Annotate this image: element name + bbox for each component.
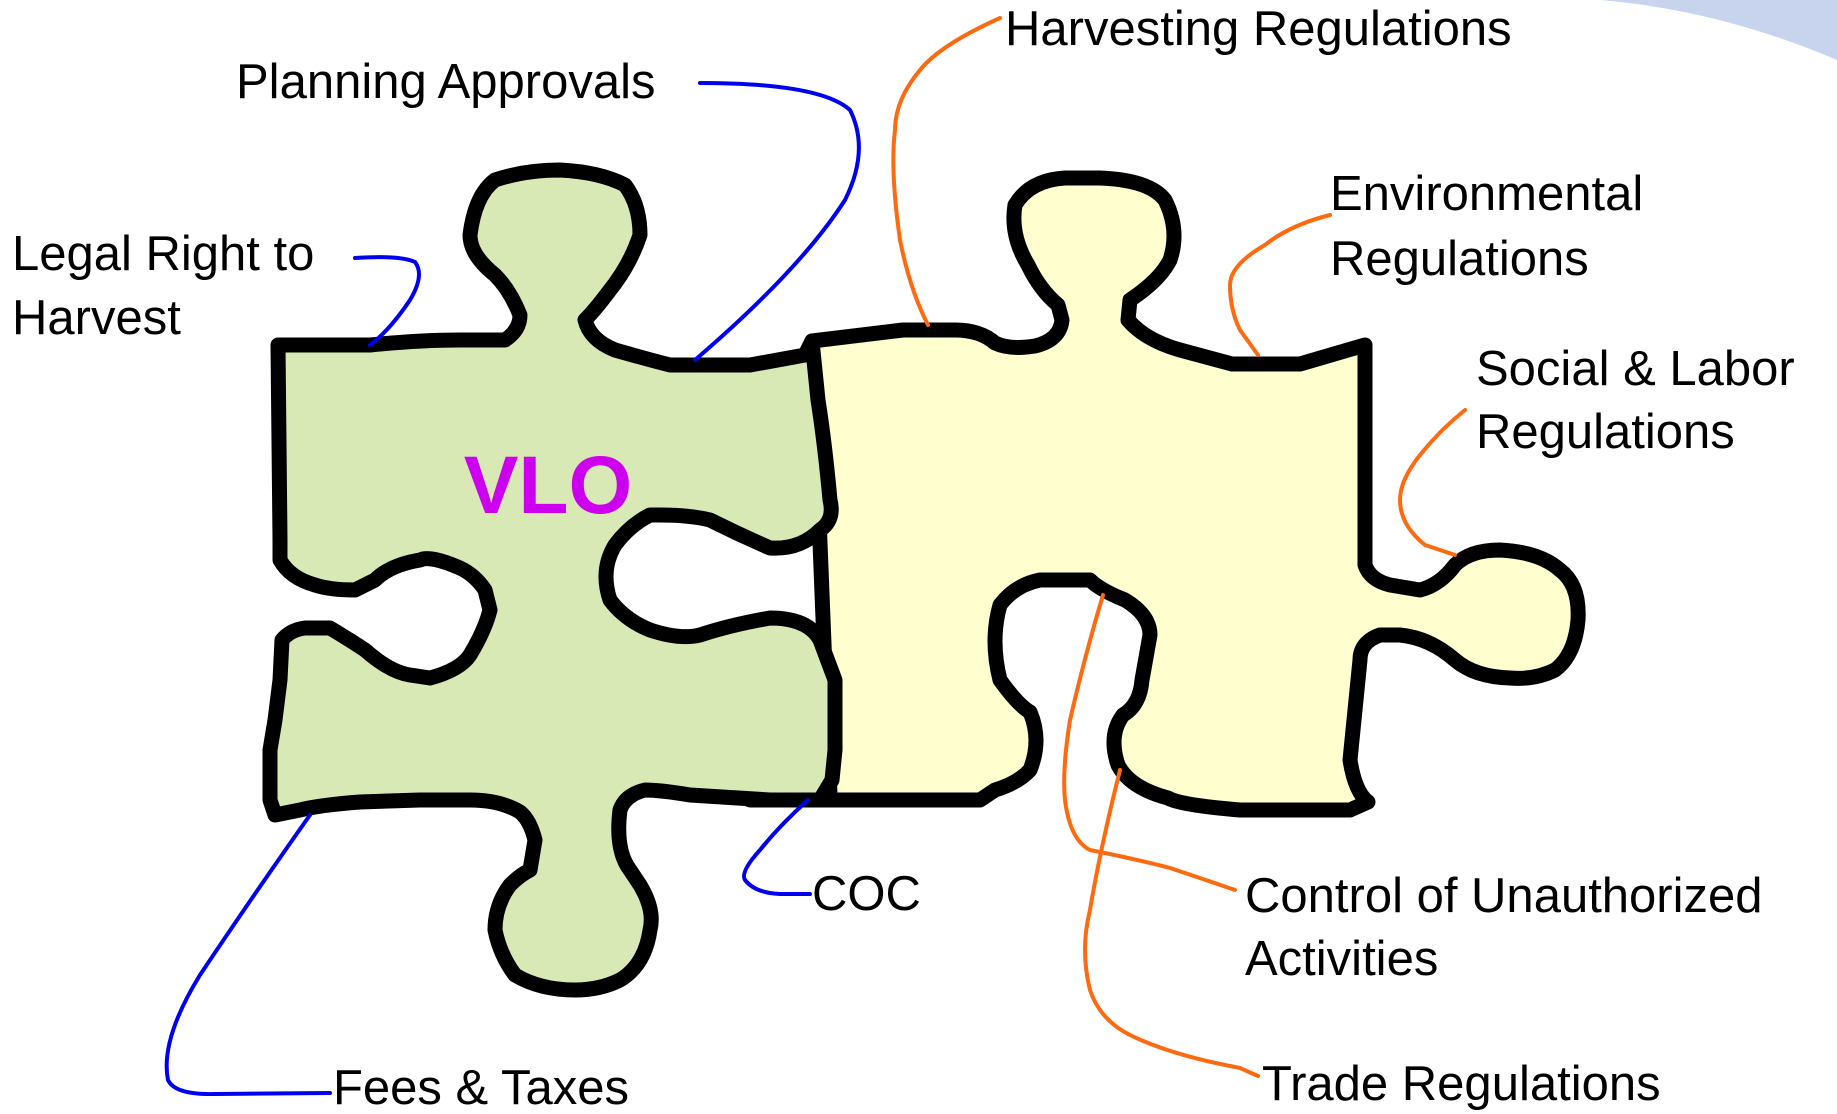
label-legal-right-line1: Legal Right to bbox=[12, 227, 314, 281]
left-puzzle-piece bbox=[262, 162, 843, 998]
label-control-unauthorized-line2: Activities bbox=[1245, 932, 1438, 986]
leader-planning-approvals bbox=[693, 81, 861, 362]
leader-legal-right bbox=[353, 255, 421, 347]
leader-control-unauthorized bbox=[1062, 593, 1237, 892]
label-planning-approvals: Planning Approvals bbox=[236, 55, 656, 109]
center-label: VLO bbox=[464, 440, 633, 531]
label-trade-regulations: Trade Regulations bbox=[1262, 1057, 1661, 1111]
label-social-labor-line1: Social & Labor bbox=[1476, 342, 1795, 396]
label-coc: COC bbox=[812, 867, 921, 921]
leader-trade-regulations bbox=[1083, 768, 1260, 1078]
corner-swoosh-decoration bbox=[1600, 0, 1837, 60]
label-fees-taxes: Fees & Taxes bbox=[333, 1061, 629, 1114]
right-puzzle-piece bbox=[742, 170, 1586, 818]
label-control-unauthorized-line1: Control of Unauthorized bbox=[1245, 869, 1763, 923]
label-legal-right-line2: Harvest bbox=[12, 291, 181, 345]
leader-social-labor bbox=[1397, 408, 1467, 557]
leader-fees-taxes bbox=[164, 813, 332, 1097]
label-social-labor-line2: Regulations bbox=[1476, 405, 1735, 459]
label-environmental-line1: Environmental bbox=[1330, 167, 1643, 221]
leader-harvesting bbox=[891, 16, 1002, 327]
label-harvesting-regulations: Harvesting Regulations bbox=[1005, 2, 1512, 56]
label-environmental-line2: Regulations bbox=[1330, 232, 1589, 286]
leader-coc bbox=[742, 798, 812, 896]
leader-environmental bbox=[1227, 213, 1332, 357]
